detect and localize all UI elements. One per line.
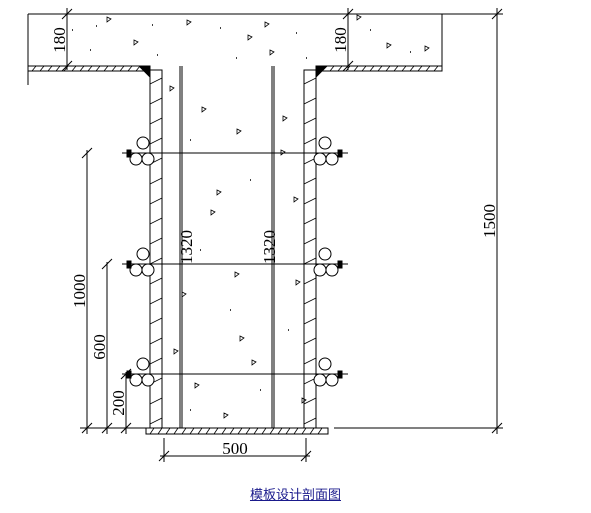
concrete-aggregate-marks <box>72 14 430 419</box>
dim-bolt-600: 600 <box>90 334 109 360</box>
through-bolts <box>122 152 348 375</box>
dim-slab-right: 180 <box>331 27 350 53</box>
dim-beam-width: 500 <box>222 439 248 458</box>
dimension-lines <box>61 8 503 462</box>
concrete-outline <box>27 13 443 429</box>
clamp-right-2 <box>313 247 343 277</box>
dim-total-height: 1500 <box>480 204 499 238</box>
dim-bolt-200: 200 <box>109 390 128 416</box>
clamp-right-1 <box>313 136 343 166</box>
dim-beam-height-right: 1320 <box>260 230 279 264</box>
drawing-caption: 模板设计剖面图 <box>249 488 341 503</box>
slab-formwork <box>27 65 443 79</box>
beam-side-formwork <box>149 69 317 429</box>
clamp-left-1 <box>126 136 155 166</box>
clamp-left-2 <box>126 247 155 277</box>
dim-bolt-1000: 1000 <box>70 274 89 308</box>
clamp-left-3 <box>126 357 155 387</box>
beam-bottom-formwork <box>145 427 329 435</box>
clamp-right-3 <box>313 357 343 387</box>
dimension-labels: 180 180 1500 1320 1320 1000 600 200 500 <box>50 27 499 458</box>
dim-beam-height-left: 1320 <box>177 230 196 264</box>
bolt-clamps <box>126 136 343 387</box>
dim-slab-left: 180 <box>50 27 69 53</box>
